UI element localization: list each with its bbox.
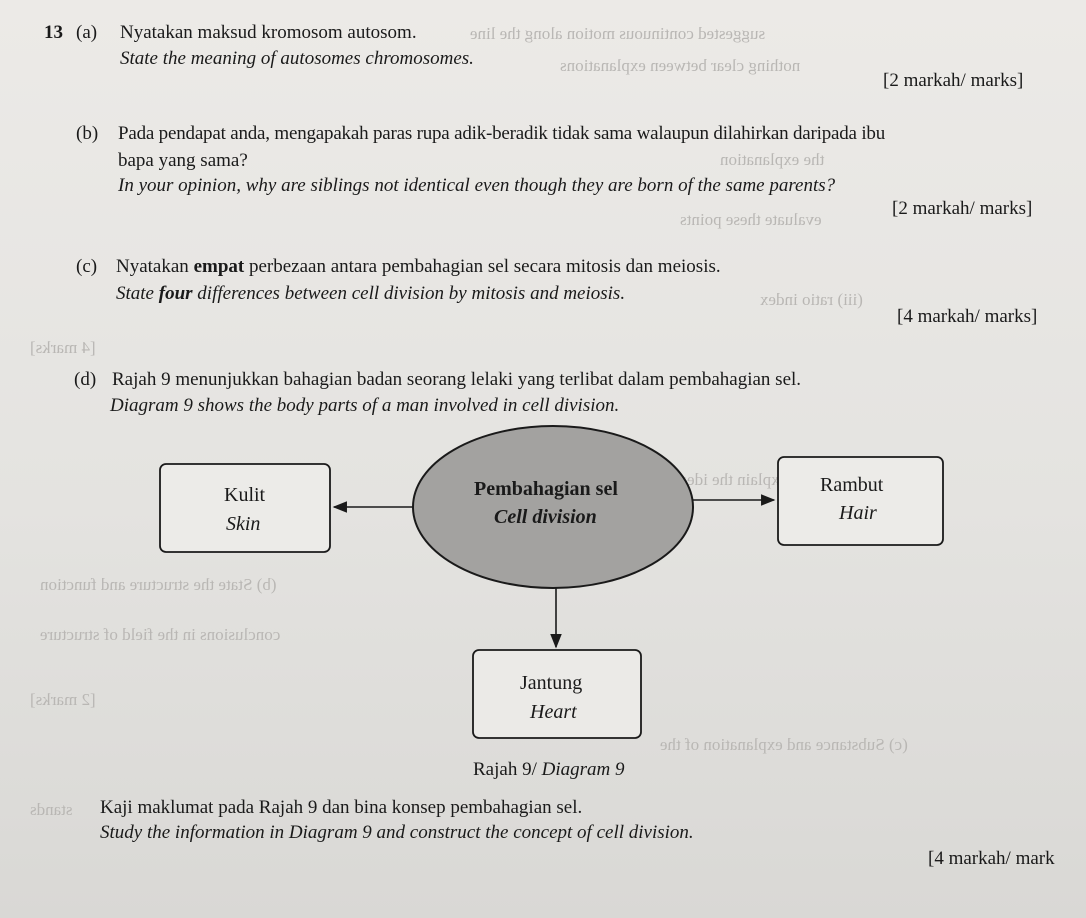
part-d-task-english: Study the information in Diagram 9 and c…: [100, 822, 694, 843]
part-b-marks: [2 markah/ marks]: [892, 198, 1033, 219]
part-a-label: (a): [76, 22, 98, 43]
question-number: 13: [44, 22, 63, 43]
part-a-malay-text: Nyatakan maksud kromosom autosom.: [120, 22, 417, 43]
part-c-label: (c): [76, 256, 98, 277]
part-c-english-pre: State: [116, 283, 154, 304]
part-c-malay-pre: Nyatakan: [116, 256, 189, 277]
part-c-marks: [4 markah/ marks]: [897, 306, 1038, 327]
part-b-label: (b): [76, 123, 99, 144]
part-d-marks: [4 markah/ mark: [928, 848, 1055, 869]
part-d-english-text: Diagram 9 shows the body parts of a man …: [110, 395, 620, 416]
part-c-malay-post: perbezaan antara pembahagian sel secara …: [248, 256, 721, 277]
cell-division-english-label: Cell division: [494, 506, 597, 528]
cell-division-malay-label: Pembahagian sel: [474, 478, 618, 500]
hair-english-label: Hair: [839, 502, 877, 524]
part-c-english-text: State four differences between cell divi…: [116, 283, 625, 305]
heart-english-label: Heart: [530, 701, 577, 723]
heart-box: [472, 649, 642, 739]
caption-malay: Rajah 9/: [473, 759, 537, 780]
part-c-english-bold: four: [158, 283, 193, 304]
part-d-malay-text: Rajah 9 menunjukkan bahagian badan seora…: [112, 369, 802, 390]
part-b-english-text: In your opinion, why are siblings not id…: [118, 175, 836, 196]
part-c-malay-text: Nyatakan empat perbezaan antara pembahag…: [116, 256, 721, 278]
part-d-task-malay: Kaji maklumat pada Rajah 9 dan bina kons…: [100, 797, 583, 818]
part-b-malay-line2: bapa yang sama?: [118, 150, 248, 171]
caption-english: Diagram 9: [541, 759, 625, 780]
part-c-malay-bold: empat: [193, 256, 245, 277]
heart-malay-label: Jantung: [520, 672, 583, 694]
part-d-label: (d): [74, 369, 97, 390]
part-b-malay-line1: Pada pendapat anda, mengapakah paras rup…: [118, 123, 886, 144]
skin-box: [159, 463, 331, 553]
part-c-english-post: differences between cell division by mit…: [197, 283, 626, 304]
skin-english-label: Skin: [226, 513, 261, 535]
skin-malay-label: Kulit: [224, 484, 266, 506]
diagram-caption: Rajah 9/ Diagram 9: [473, 759, 624, 781]
part-a-marks: [2 markah/ marks]: [883, 70, 1024, 91]
hair-malay-label: Rambut: [820, 474, 884, 496]
part-a-english-text: State the meaning of autosomes chromosom…: [120, 48, 474, 69]
hair-box: [777, 456, 944, 546]
